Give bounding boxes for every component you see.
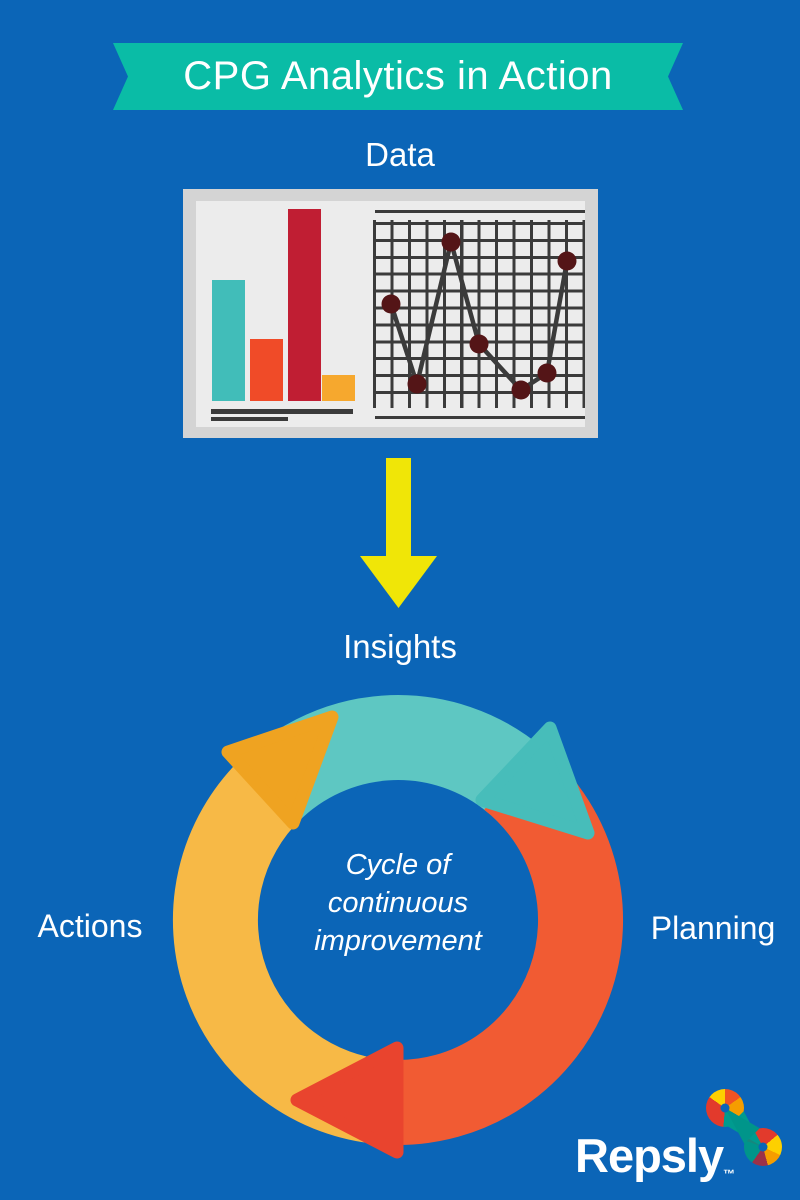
data-point xyxy=(511,380,531,400)
bar-red xyxy=(250,339,283,401)
insights-label: Insights xyxy=(343,628,457,665)
down-arrow-shaft xyxy=(386,458,411,558)
chart-card-panel xyxy=(196,201,585,427)
bar-crimson xyxy=(288,209,321,401)
cycle-caption: Cycle of continuous improvement xyxy=(248,846,548,960)
pinwheel-blade-2 xyxy=(725,1108,760,1144)
cycle-caption-line1: Cycle of xyxy=(345,849,451,881)
line-chart-grid xyxy=(373,220,585,408)
data-label: Data xyxy=(365,136,435,173)
cycle-caption-line2: continuous xyxy=(327,887,469,919)
grid-bottom-rule xyxy=(375,416,585,419)
bar-orange xyxy=(322,375,355,401)
trademark-symbol: ™ xyxy=(723,1167,736,1181)
brand-name: Repsly xyxy=(575,1129,724,1182)
bar-chart xyxy=(196,201,585,427)
cycle-diagram xyxy=(172,695,624,1159)
cycle-arrowhead-orange xyxy=(221,710,339,830)
title-ribbon: CPG Analytics in Action xyxy=(113,43,683,110)
actions-label: Actions xyxy=(37,908,143,944)
poster-title: CPG Analytics in Action xyxy=(183,54,613,98)
planning-label: Planning xyxy=(650,910,776,946)
chart-card xyxy=(183,189,598,438)
data-point xyxy=(537,363,557,383)
pinwheel-hub-1 xyxy=(720,1103,730,1113)
data-point xyxy=(407,374,427,394)
data-point xyxy=(469,334,489,354)
cycle-caption-line3: improvement xyxy=(314,925,482,957)
data-point xyxy=(441,232,461,252)
bar-axis-line-1 xyxy=(211,409,353,414)
down-arrow-icon xyxy=(360,556,437,608)
pinwheel-hub-2 xyxy=(758,1142,768,1152)
cycle-arrowhead-red xyxy=(290,1041,404,1159)
cycle-arrowhead-teal xyxy=(475,721,595,840)
data-point xyxy=(557,251,577,271)
bar-axis-line-2 xyxy=(211,417,288,421)
brand-wordmark: Repsly™ xyxy=(575,1128,735,1183)
logo-pinwheel-blades-icon xyxy=(720,1103,768,1152)
line-chart xyxy=(381,232,577,400)
bar-teal xyxy=(212,280,245,401)
data-point xyxy=(381,294,401,314)
grid-top-rule xyxy=(375,210,585,213)
